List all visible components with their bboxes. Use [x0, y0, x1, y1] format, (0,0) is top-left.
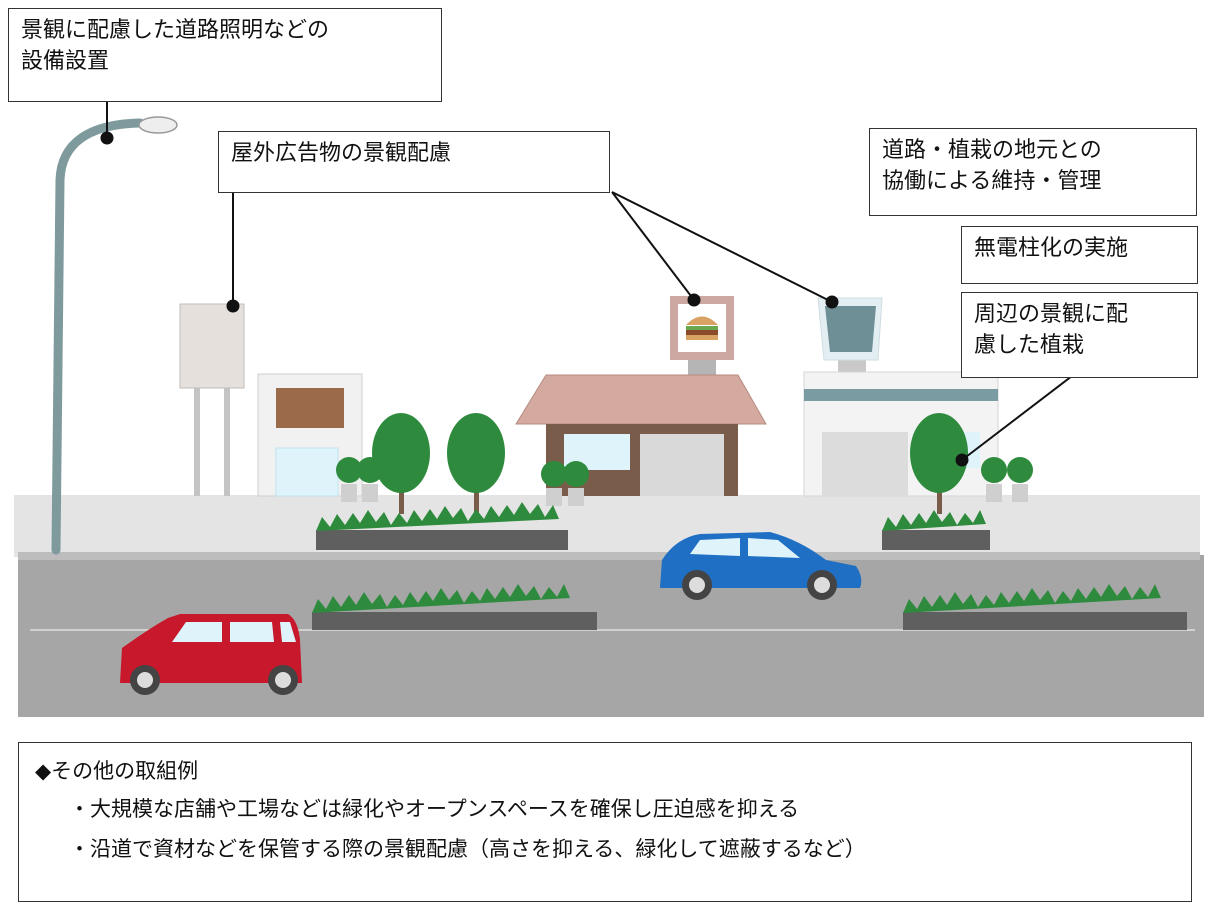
- callout-line: 無電柱化の実施: [974, 236, 1129, 261]
- sidewalk-planters: [316, 502, 990, 550]
- callout-line: 設備設置: [21, 49, 110, 74]
- leader-dots: [100, 131, 969, 467]
- hamburger-icon: [686, 316, 718, 340]
- callout-line: 屋外広告物の景観配慮: [231, 141, 452, 166]
- other-examples-item: ・沿道で資材などを保管する際の景観配慮（高さを抑える、緑化して遮蔽するなど）: [69, 837, 866, 861]
- street-lamp: [51, 116, 178, 555]
- red-car: [120, 614, 302, 695]
- roadside-signboard: [179, 303, 245, 496]
- callout-outdoor-advertising: 屋外広告物の景観配慮: [218, 131, 610, 193]
- callout-road-lighting: 景観に配慮した道路照明などの 設備設置: [8, 8, 442, 102]
- callout-community-maintenance: 道路・植栽の地元との 協働による維持・管理: [869, 128, 1197, 216]
- callout-line: 慮した植栽: [974, 333, 1085, 358]
- leader-lines: [106, 102, 1073, 461]
- convenience-store: [803, 297, 999, 497]
- other-examples-heading: ◆その他の取組例: [35, 759, 199, 783]
- sidewalk-trees: [372, 413, 968, 514]
- sidewalk: [14, 495, 1200, 557]
- potted-shrubs: [336, 457, 1033, 506]
- curb: [18, 552, 1200, 560]
- other-examples-item: ・大規模な店舗や工場などは緑化やオープンスペースを確保し圧迫感を抑える: [69, 797, 800, 821]
- median-planters: [312, 584, 1187, 630]
- restaurant-shop: [515, 296, 767, 496]
- callout-line: 景観に配慮した道路照明などの: [21, 18, 330, 43]
- callout-line: 周辺の景観に配: [974, 302, 1129, 327]
- callout-line: 道路・植栽の地元との: [882, 138, 1102, 163]
- callout-undergrounding: 無電柱化の実施: [961, 226, 1198, 284]
- blue-car: [660, 532, 862, 600]
- callout-line: 協働による維持・管理: [882, 169, 1102, 194]
- streetscape-illustration: [14, 102, 1204, 717]
- callout-landscape-planting: 周辺の景観に配 慮した植栽: [961, 292, 1198, 378]
- other-examples-box: ◆その他の取組例 ・大規模な店舗や工場などは緑化やオープンスペースを確保し圧迫感…: [18, 742, 1192, 902]
